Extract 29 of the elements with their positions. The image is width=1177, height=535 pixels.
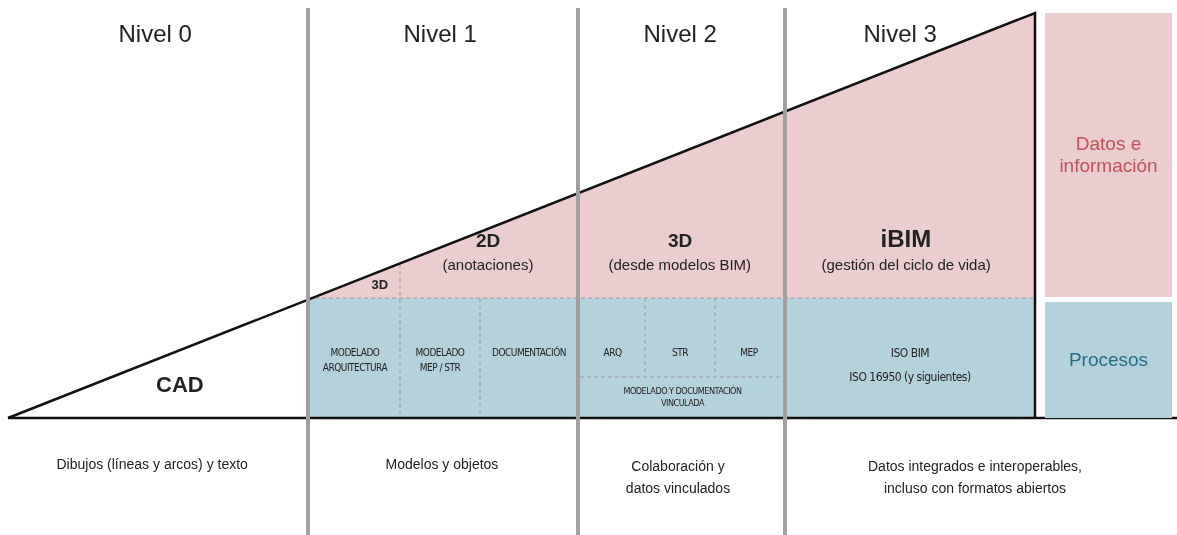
level-heading: Nivel 3 [863, 20, 937, 48]
cell-label: MODELADO MEP / STR [414, 346, 466, 375]
category-label: Datos e información [1058, 133, 1159, 177]
level-description: Datos integrados e interoperables, incluso con formatos abiertos [867, 457, 1083, 498]
level-description: Modelos y objetos [385, 456, 499, 472]
category-label: Procesos [1068, 349, 1149, 371]
cell-label: STR [672, 346, 688, 360]
cell-label: MODELADO ARQUITECTURA [321, 346, 389, 375]
stage-heading: 3D [371, 277, 389, 292]
level-heading: Nivel 2 [643, 20, 717, 48]
stage-subtitle: (desde modelos BIM) [608, 256, 752, 273]
stage-heading: iBIM [880, 225, 932, 253]
cell-label: DOCUMENTACIÓN [492, 345, 566, 360]
level-description: Colaboración y datos vinculados [624, 457, 732, 498]
level-heading: Nivel 0 [118, 20, 192, 48]
stage-subtitle: (anotaciones) [442, 256, 534, 273]
cell-label: MODELADO Y DOCUMENTACIÓN VINCULADA [622, 386, 743, 410]
stage-heading: 3D [668, 230, 693, 252]
stage-heading: CAD [156, 372, 204, 398]
cell-label: ARQ [603, 346, 622, 360]
stage-heading: 2D [476, 230, 501, 252]
stage-subtitle: (gestión del ciclo de vida) [821, 256, 991, 273]
level-description: Dibujos (líneas y arcos) y texto [56, 456, 248, 472]
legend-box [1045, 13, 1172, 297]
level-heading: Nivel 1 [403, 20, 477, 48]
legend-box [1045, 302, 1172, 418]
cell-label: ISO 16950 (y siguientes) [849, 369, 971, 386]
cell-label: MEP [740, 346, 758, 360]
cell-label: ISO BIM [890, 345, 930, 362]
